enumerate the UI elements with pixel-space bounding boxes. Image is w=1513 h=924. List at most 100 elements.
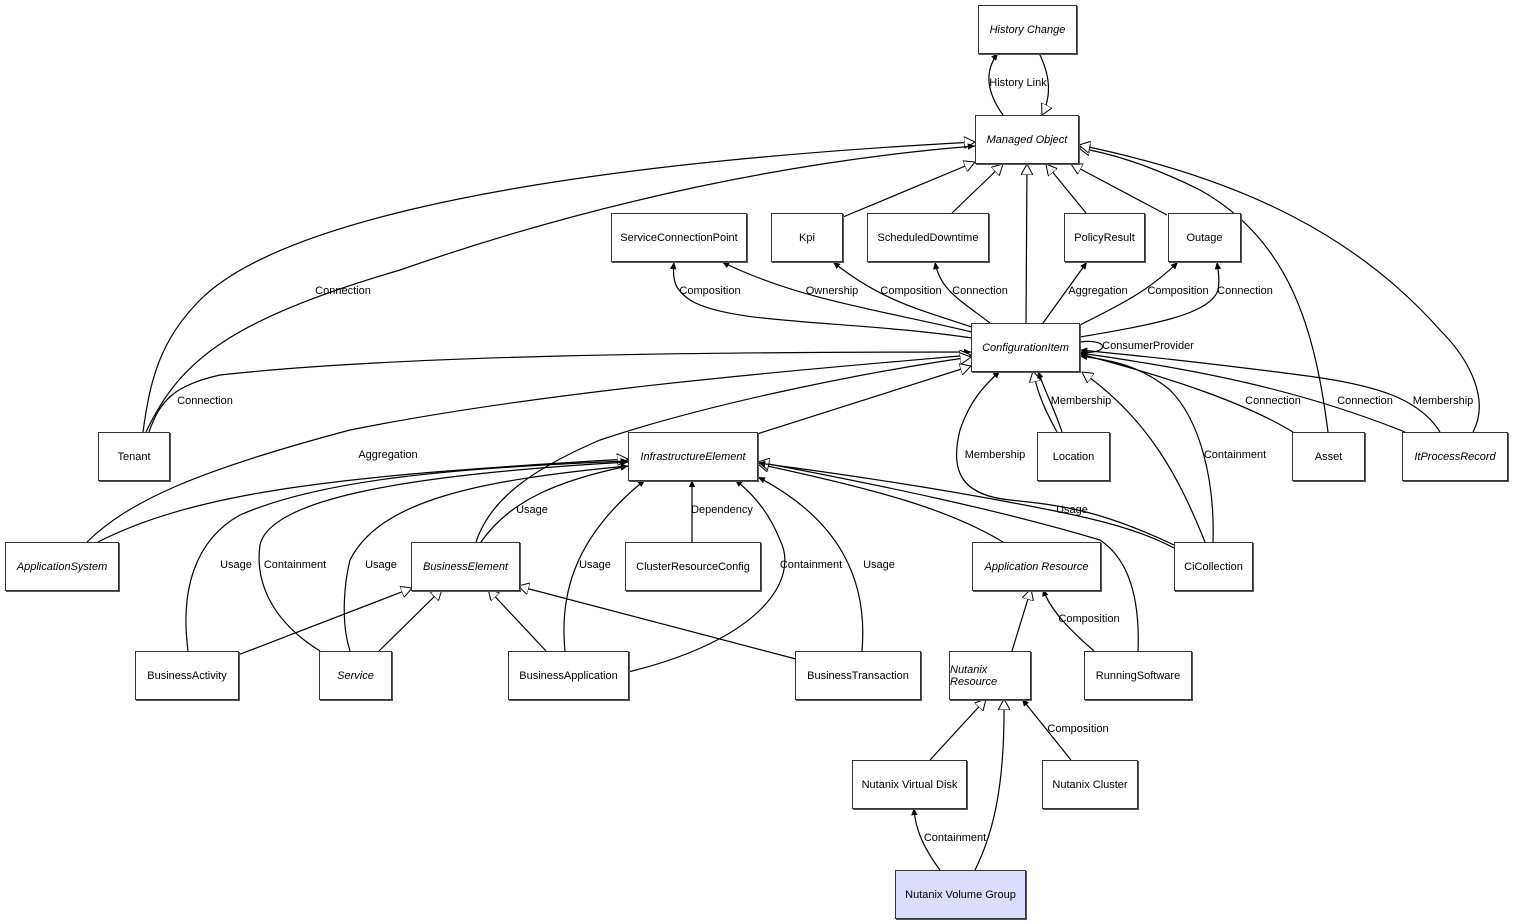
node-location[interactable]: Location: [1037, 432, 1110, 481]
edge-ci-outage-connection: [1079, 261, 1222, 338]
edge-bapp-ie-usage: [563, 479, 646, 652]
edge-rs-ie: [758, 462, 1139, 652]
edge-tenant-mo-connection: [145, 143, 976, 433]
edge-label-tenant-mo-connection: Connection: [315, 285, 371, 297]
node-service[interactable]: Service: [319, 651, 392, 700]
edge-label-outage-composition: Composition: [1147, 285, 1209, 297]
node-policy-result[interactable]: PolicyResult: [1064, 213, 1145, 262]
edge-ci-kpi-composition: [832, 261, 976, 329]
node-history-change[interactable]: History Change: [978, 5, 1077, 54]
edge-rs-ar-composition: [1042, 588, 1095, 652]
node-scheduled-downtime[interactable]: ScheduledDowntime: [867, 213, 989, 262]
node-nutanix-virtual-disk[interactable]: Nutanix Virtual Disk: [852, 760, 967, 809]
edge-svc-be: [378, 589, 442, 652]
edge-bapp-be: [488, 589, 547, 652]
edge-outage-mo: [1071, 164, 1168, 216]
edge-itpr-ci-membership: [1079, 347, 1441, 433]
edge-ci-sd-connection: [933, 261, 991, 324]
edge-be-ci: [475, 357, 971, 543]
node-it-process-record[interactable]: ItProcessRecord: [1402, 432, 1508, 481]
node-kpi[interactable]: Kpi: [771, 213, 843, 262]
edge-ba-ie-usage: [185, 458, 629, 652]
edge-label-asset-connection: Connection: [1245, 395, 1301, 407]
node-nutanix-volume-group[interactable]: Nutanix Volume Group: [895, 870, 1026, 919]
edge-svc-ie-usage: [343, 463, 629, 652]
edge-tenant-mo-inherit: [142, 142, 975, 433]
edge-label-bapp-usage: Usage: [579, 559, 611, 571]
node-application-system[interactable]: ApplicationSystem: [5, 542, 119, 591]
edge-label-svc-containment: Containment: [263, 559, 327, 571]
edge-sd-mo: [951, 164, 1003, 214]
edge-label-itpr-membership: Membership: [1412, 395, 1474, 407]
edge-asset-mo: [1079, 148, 1329, 433]
node-asset[interactable]: Asset: [1292, 432, 1365, 481]
edge-bt-ie-usage: [757, 476, 864, 652]
node-tenant[interactable]: Tenant: [98, 432, 170, 481]
edge-location-ci-membership: [1037, 370, 1063, 433]
edge-label-scp-composition: Composition: [679, 285, 741, 297]
edge-label-rs-composition: Composition: [1058, 613, 1120, 625]
edge-svc-ie-containment: [258, 459, 629, 652]
edge-label-consumer-provider: ConsumerProvider: [1102, 340, 1194, 352]
edge-nvd-nr: [929, 699, 986, 761]
node-running-software[interactable]: RunningSoftware: [1084, 651, 1192, 700]
edge-history-link: [988, 52, 1004, 116]
edge-ci-scp-composition: [670, 261, 973, 339]
node-nutanix-resource[interactable]: Nutanix Resource: [949, 651, 1031, 700]
node-managed-object[interactable]: Managed Object: [975, 115, 1079, 164]
edge-label-bt-usage: Usage: [863, 559, 895, 571]
edge-label-cicol-membership: Membership: [964, 449, 1026, 461]
edge-label-nc-composition: Composition: [1047, 723, 1109, 735]
edge-label-outage-connection: Connection: [1217, 285, 1273, 297]
node-configuration-item[interactable]: ConfigurationItem: [971, 323, 1080, 372]
edge-label-ba-usage: Usage: [220, 559, 252, 571]
edge-label-crc-dependency: Dependency: [691, 504, 753, 516]
edge-appsys-ie: [97, 459, 628, 543]
edge-ar-ie: [758, 464, 1004, 543]
node-ci-collection[interactable]: CiCollection: [1174, 542, 1253, 591]
edge-tenant-ci-connection: [148, 348, 972, 433]
edge-pr-mo: [1046, 164, 1087, 214]
edge-label-location-membership: Membership: [1050, 395, 1112, 407]
node-nutanix-cluster[interactable]: Nutanix Cluster: [1042, 760, 1138, 809]
edge-bapp-ie-containment: [627, 479, 786, 673]
node-outage[interactable]: Outage: [1168, 213, 1241, 262]
edge-label-scp-ownership: Ownership: [805, 285, 859, 297]
edge-label-itpr-connection: Connection: [1337, 395, 1393, 407]
edge-label-be-usage: Usage: [516, 504, 548, 516]
edge-cicol-ci-membership: [956, 370, 1175, 546]
edge-nvg-nr: [974, 699, 1004, 871]
node-application-resource[interactable]: Application Resource: [972, 542, 1101, 591]
edge-label-cicol-usage: Usage: [1056, 504, 1088, 516]
edge-ie-ci: [756, 366, 971, 435]
edge-kpi-mo: [842, 162, 975, 218]
edge-label-pr-aggregation: Aggregation: [1068, 285, 1128, 297]
edge-ba-be: [237, 588, 412, 656]
node-business-transaction[interactable]: BusinessTransaction: [795, 651, 921, 700]
edge-ci-scp-ownership: [721, 261, 973, 333]
edge-bt-be: [518, 586, 797, 660]
edge-cicol-ci-inherit: [1082, 372, 1206, 543]
edge-nc-nr-composition: [1021, 698, 1072, 761]
node-business-application[interactable]: BusinessApplication: [508, 651, 629, 700]
edge-appsys-ci: [86, 355, 971, 543]
node-infrastructure-element[interactable]: InfrastructureElement: [628, 432, 758, 481]
edge-label-sd-connection: Connection: [952, 285, 1008, 297]
node-service-connection-point[interactable]: ServiceConnectionPoint: [611, 213, 747, 262]
edge-label-svc-usage: Usage: [365, 559, 397, 571]
edge-ci-mo: [1026, 164, 1027, 324]
node-business-element[interactable]: BusinessElement: [411, 542, 520, 591]
edge-nr-ar: [1011, 589, 1031, 652]
node-business-activity[interactable]: BusinessActivity: [135, 651, 239, 700]
edge-history-inherit: [1038, 52, 1048, 115]
edge-asset-ci-connection: [1079, 352, 1294, 433]
edge-cicol-ci-containment: [1079, 353, 1214, 543]
edge-label-kpi-composition: Composition: [880, 285, 942, 297]
node-cluster-resource-config[interactable]: ClusterResourceConfig: [625, 542, 761, 591]
edge-label-tenant-ci-connection: Connection: [177, 395, 233, 407]
edge-label-bapp-containment: Containment: [779, 559, 843, 571]
edge-label-appsys-aggregation: Aggregation: [358, 449, 418, 461]
edge-itpr-ci-connection: [1079, 350, 1406, 433]
edge-itpr-mo: [1079, 145, 1480, 433]
